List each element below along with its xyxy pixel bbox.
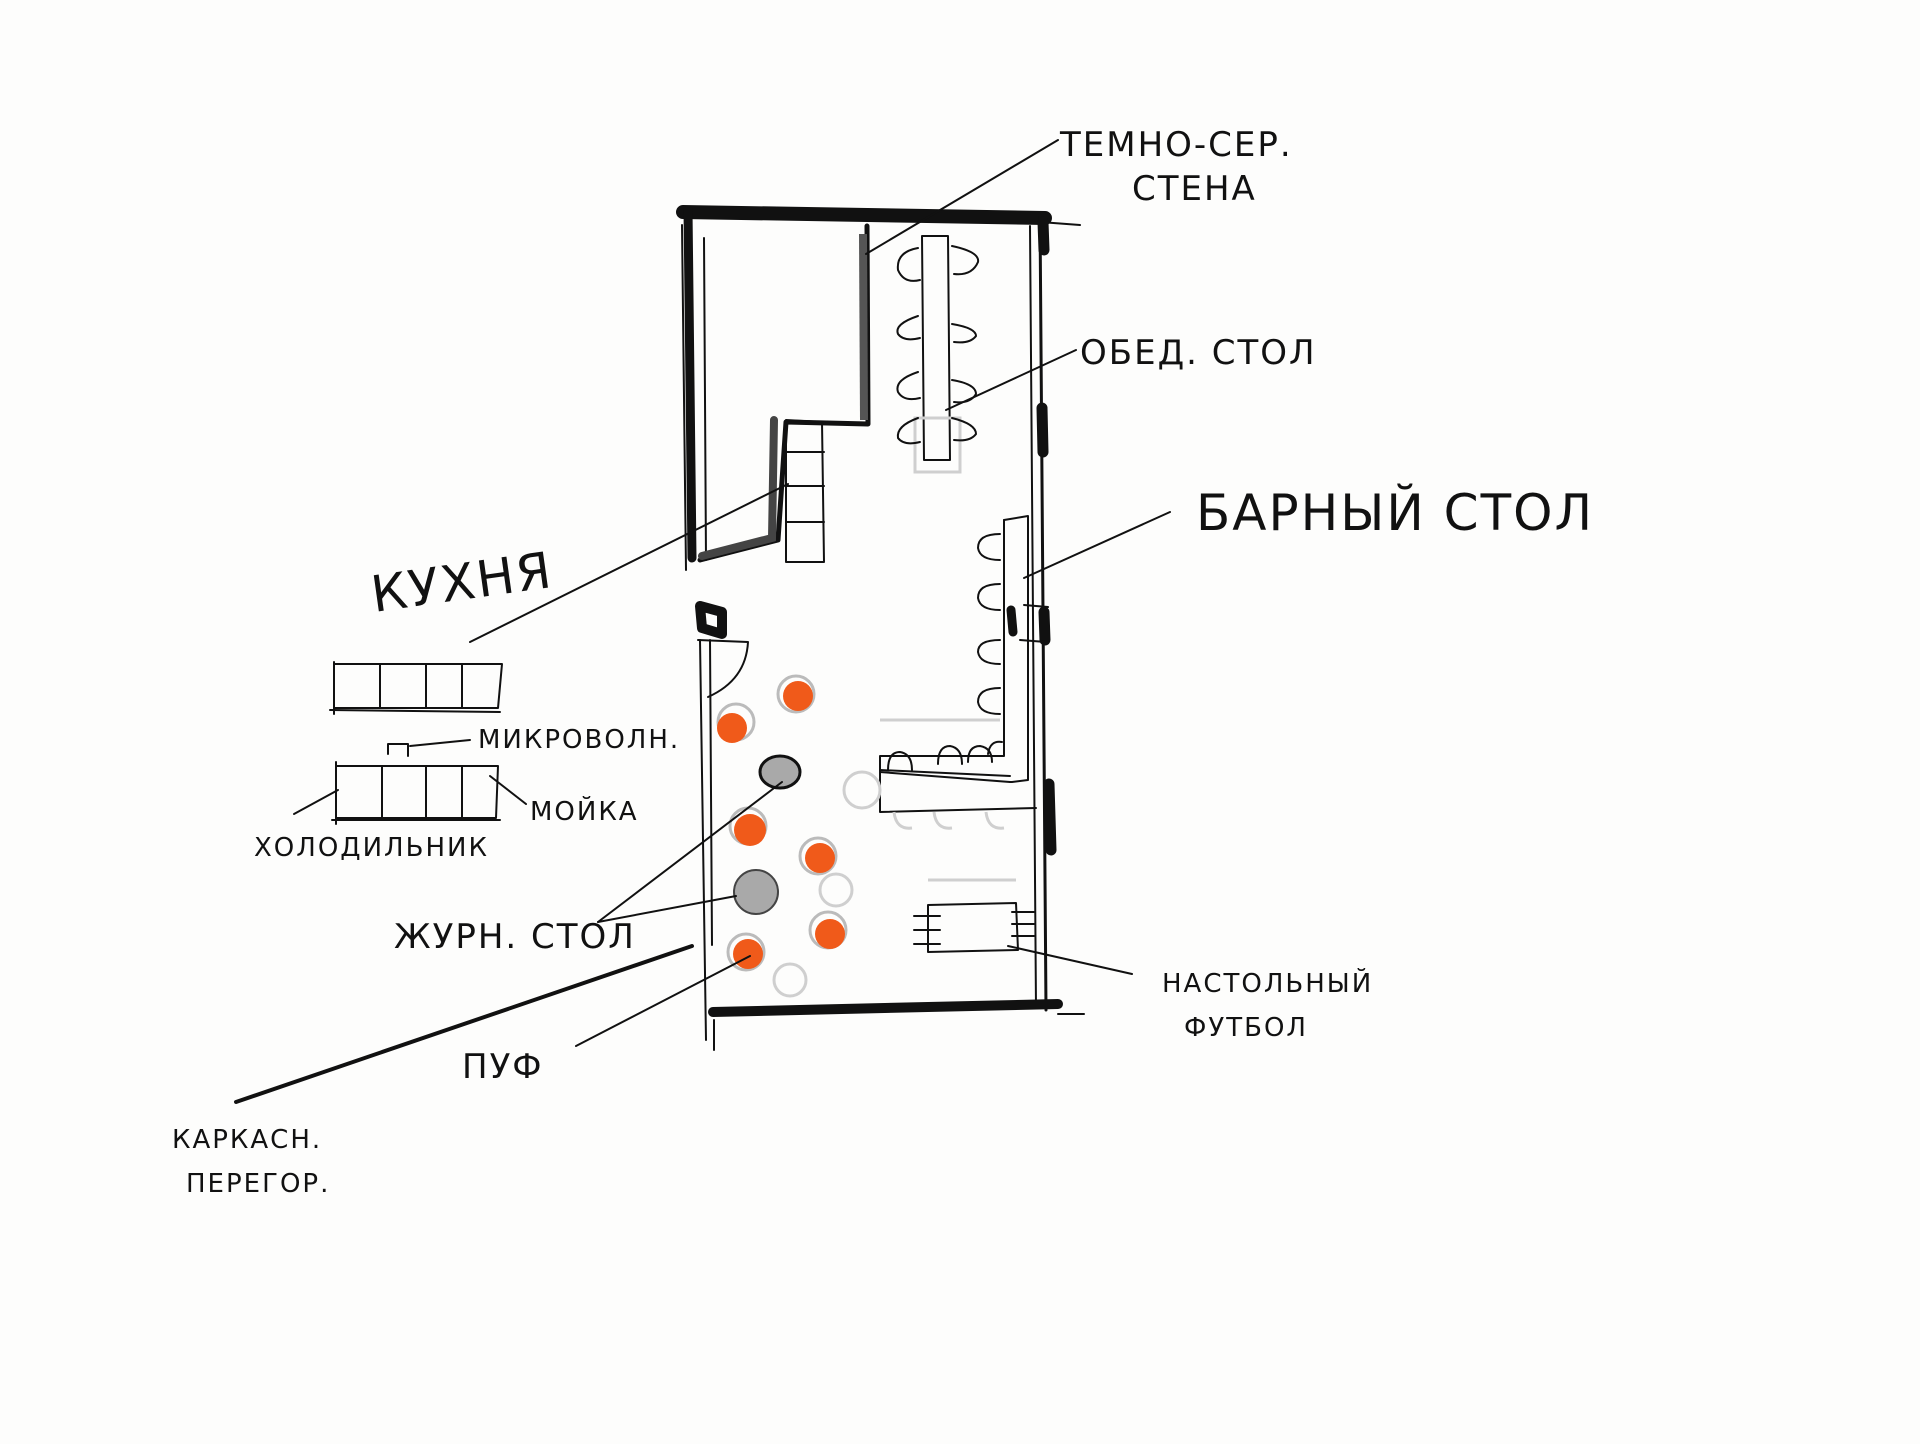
leader-sink — [489, 775, 527, 805]
bottom-wall — [708, 999, 1063, 1017]
dining-chair — [896, 371, 921, 401]
bar-stool — [887, 751, 913, 771]
label-fridge: ХОЛОДИЛЬНИК — [254, 833, 489, 863]
leader-coffee-table-1 — [597, 781, 783, 923]
leader-pouf — [575, 955, 751, 1047]
entrance-pillar — [695, 601, 727, 639]
label-kitchen: КУХНЯ — [368, 541, 557, 624]
dining-chair — [896, 417, 921, 445]
leader-lines — [234, 139, 1171, 1104]
dark-grey-wall — [697, 223, 871, 563]
column-mark — [1038, 606, 1051, 646]
dining-chair — [951, 245, 980, 276]
coffee-table — [758, 754, 802, 790]
dining-chair — [896, 315, 921, 341]
column-mark — [1043, 778, 1057, 856]
upper-cabinets — [333, 663, 503, 709]
dining-chair — [896, 247, 921, 282]
label-sink: МОЙКА — [530, 795, 639, 827]
dining-chair — [951, 417, 977, 442]
leader-dark-wall — [865, 139, 1059, 255]
label-frame-partition-line2: ПЕРЕГОР. — [186, 1169, 330, 1199]
bar-stool — [977, 687, 1001, 715]
bar-stool — [977, 533, 1001, 561]
pouf — [776, 674, 816, 714]
column-mark — [1037, 216, 1050, 256]
coffee-tables — [733, 754, 802, 915]
kitchen-counter — [785, 419, 825, 563]
label-table-football-line1: НАСТОЛЬНЫЙ — [1162, 967, 1373, 999]
lower-cabinets — [335, 765, 499, 819]
table-football — [913, 878, 1035, 953]
leader-fridge — [293, 789, 339, 815]
bar-stool — [967, 745, 993, 763]
label-dining-table: ОБЕД. СТОЛ — [1080, 333, 1317, 373]
label-dark-wall-line1: ТЕМНО-СЕР. — [1059, 125, 1293, 165]
label-frame-partition-line1: КАРКАСН. — [172, 1125, 322, 1155]
label-table-football-line2: ФУТБОЛ — [1184, 1013, 1308, 1043]
bar-stool — [937, 745, 963, 765]
leader-kitchen — [469, 483, 789, 643]
dining-chair — [951, 323, 977, 344]
left-wall-upper — [683, 205, 697, 563]
room-walls — [676, 205, 1085, 1051]
label-pouf: ПУФ — [462, 1047, 544, 1087]
frame-partition-wall — [699, 639, 707, 1041]
dining-chair — [951, 379, 977, 404]
bar-stool — [977, 639, 1001, 665]
bar-stool — [987, 740, 1003, 755]
pouf — [798, 836, 838, 876]
dining-table — [896, 235, 980, 474]
label-bar-table: БАРНЫЙ СТОЛ — [1196, 483, 1594, 542]
leader-microwave — [409, 739, 471, 747]
top-wall — [676, 205, 1052, 225]
pouf — [808, 910, 848, 950]
pouf — [728, 806, 768, 846]
leader-dining-table — [945, 349, 1077, 411]
leader-frame-partition — [234, 944, 694, 1104]
coffee-table — [733, 869, 779, 915]
door-swing — [697, 639, 749, 698]
leader-bar-table — [1023, 511, 1171, 579]
label-dark-wall-line2: СТЕНА — [1132, 169, 1257, 209]
leader-table-football — [1007, 945, 1133, 975]
leader-coffee-table-2 — [597, 895, 737, 923]
label-coffee-table: ЖУРН. СТОЛ — [394, 917, 636, 957]
bar-stool — [977, 583, 1001, 611]
poufs — [716, 674, 882, 998]
labels: ТЕМНО-СЕР. СТЕНА ОБЕД. СТОЛ БАРНЫЙ СТОЛ … — [172, 125, 1594, 1199]
microwave-icon — [387, 743, 409, 757]
pouf — [716, 702, 756, 743]
kitchen-elevation — [329, 661, 503, 825]
bar-table — [879, 515, 1037, 830]
label-microwave: МИКРОВОЛН. — [478, 725, 680, 755]
column-mark — [1036, 402, 1049, 458]
